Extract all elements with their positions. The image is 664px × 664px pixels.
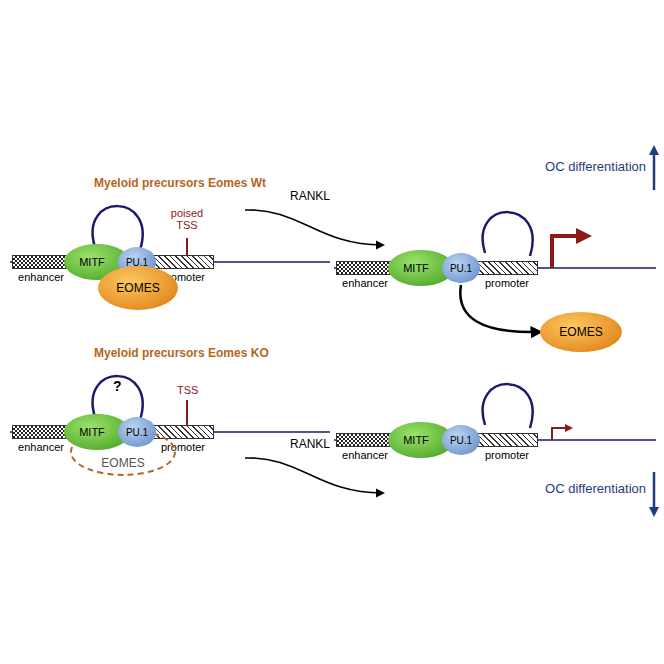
oc-arrows [653, 150, 656, 512]
outcome-label: OC differentiation [530, 160, 646, 174]
tss-label: TSS [177, 384, 198, 396]
question-mark: ? [113, 378, 122, 394]
dna-lines [10, 262, 656, 440]
enhancer-box: enhancer [336, 433, 394, 447]
stimulus-label: RANKL [290, 189, 330, 203]
promoter-box: promoter [476, 433, 538, 447]
node-text: EOMES [116, 281, 159, 295]
node-text: enhancer [13, 441, 69, 453]
eomes-factor: EOMES [540, 312, 622, 352]
node-text: MITF [403, 434, 429, 446]
promoter-box: promoter [152, 255, 214, 269]
pu1-factor: PU.1 [442, 253, 480, 283]
node-text: PU.1 [126, 427, 148, 438]
enhancer-box: enhancer [336, 261, 394, 275]
node-text: EOMES [559, 325, 602, 339]
eomes-factor: EOMES [98, 266, 178, 310]
outcome-label: OC differentiation [530, 482, 646, 496]
node-text: MITF [403, 262, 429, 274]
panel-title: Myeloid precursors Eomes KO [94, 346, 269, 360]
node-text: enhancer [13, 271, 69, 283]
node-text: promoter [477, 277, 537, 289]
node-text: MITF [79, 256, 105, 268]
pu1-factor: PU.1 [118, 417, 156, 447]
tss-marks [187, 228, 592, 440]
enhancer-box: enhancer [12, 255, 70, 269]
promoter-box: promoter [476, 261, 538, 275]
node-text: MITF [79, 426, 105, 438]
promoter-box: promoter [152, 425, 214, 439]
stimulus-label: RANKL [290, 437, 330, 451]
node-text: promoter [153, 441, 213, 453]
panel-title: Myeloid precursors Eomes Wt [94, 176, 266, 190]
chromatin-loops [93, 206, 533, 428]
pu1-factor: PU.1 [442, 425, 480, 455]
node-text: EOMES [101, 456, 144, 470]
node-text: enhancer [337, 277, 393, 289]
node-text: promoter [477, 449, 537, 461]
release-arrow [460, 285, 538, 332]
node-text: enhancer [337, 449, 393, 461]
tss-label: poised TSS [165, 207, 209, 231]
node-text: PU.1 [450, 435, 472, 446]
node-text: PU.1 [450, 263, 472, 274]
enhancer-box: enhancer [12, 425, 70, 439]
